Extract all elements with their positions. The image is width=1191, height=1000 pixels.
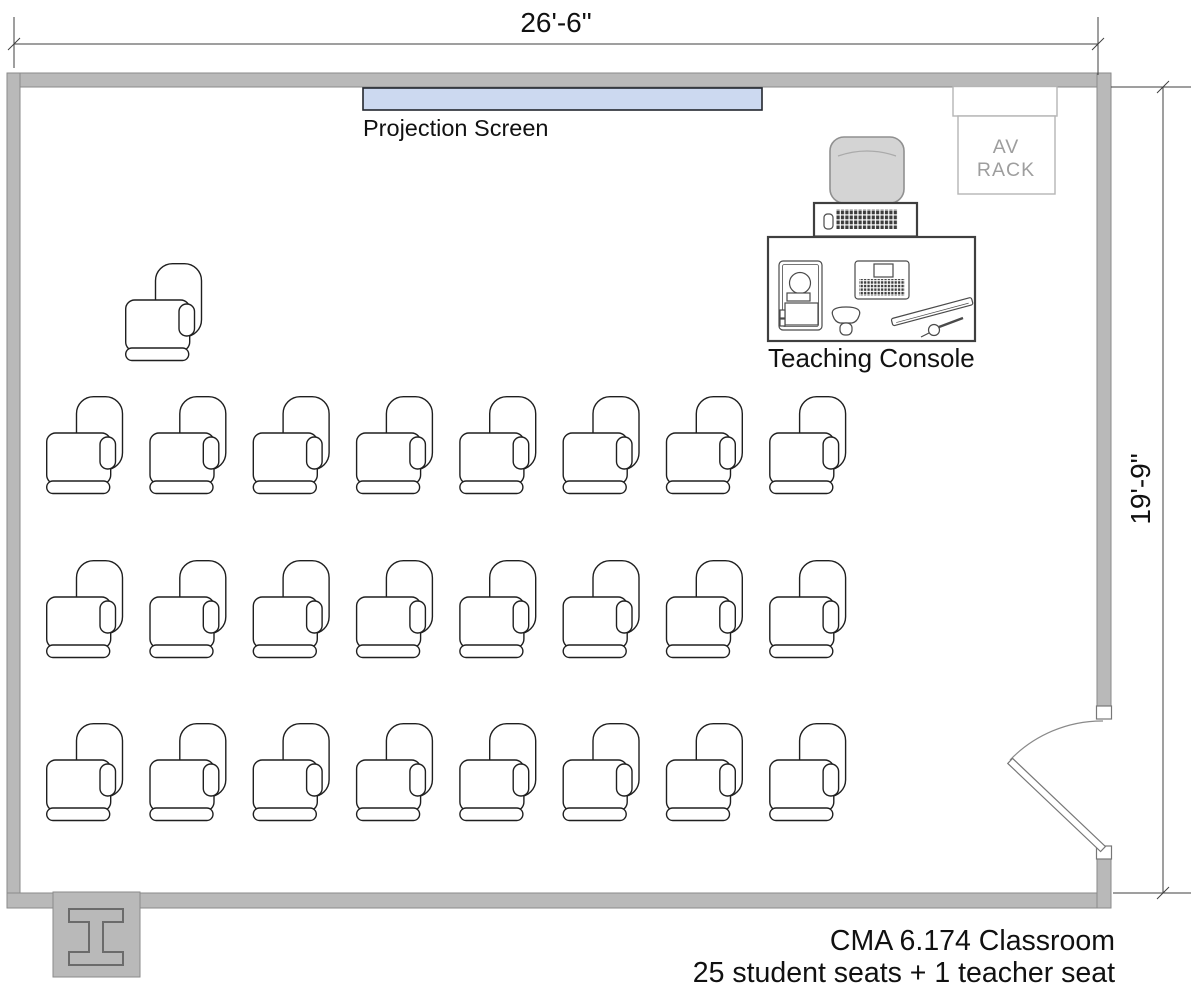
room-walls — [6, 72, 1112, 909]
straightedge-icon — [890, 297, 974, 338]
document-camera-icon — [778, 260, 823, 331]
laptop-icon — [854, 260, 910, 300]
student-seat-row1-1 — [46, 396, 124, 495]
shelf-handset-icon — [823, 213, 834, 230]
ibeam-icon — [68, 908, 124, 966]
projection-screen-label: Projection Screen — [363, 115, 549, 141]
wall-left — [6, 72, 21, 909]
student-seat-row2-8 — [769, 560, 847, 659]
pointer-base-icon — [927, 323, 941, 337]
capacity-label: 25 student seats + 1 teacher seat — [693, 957, 1115, 989]
teacher-chair — [829, 136, 905, 204]
student-seat-front — [124, 263, 203, 362]
wall-right-upper — [1096, 72, 1112, 719]
mouse-icon — [831, 306, 861, 336]
width-dimension-label: 26'-6" — [520, 7, 591, 38]
student-seat-row3-8 — [769, 723, 847, 822]
student-seat-row3-6 — [562, 723, 640, 822]
structural-column — [52, 891, 141, 978]
student-seat-row2-7 — [665, 560, 743, 659]
rack-keyboard-icon — [836, 209, 898, 229]
student-seat-row2-6 — [562, 560, 640, 659]
depth-dimension-label: 19'-9" — [1125, 453, 1156, 524]
student-seat-row1-2 — [149, 396, 227, 495]
student-seat-row3-1 — [46, 723, 124, 822]
door-swing-arc — [1009, 720, 1104, 761]
room-name-label: CMA 6.174 Classroom — [830, 925, 1115, 957]
student-seat-row3-7 — [665, 723, 743, 822]
av-rack-label-1: AV — [993, 136, 1020, 158]
tick-top-left — [7, 37, 21, 51]
student-seat-row3-2 — [149, 723, 227, 822]
column-base — [52, 891, 141, 978]
student-seat-row1-6 — [562, 396, 640, 495]
av-rack-label-2: RACK — [977, 159, 1035, 181]
teaching-console: Teaching Console — [766, 136, 977, 373]
tick-right-top — [1156, 80, 1170, 94]
av-rack-top-box — [952, 85, 1058, 117]
student-seat-row3-4 — [355, 723, 434, 822]
teacher-chair-back-line — [837, 150, 897, 157]
av-rack: AV RACK — [952, 85, 1058, 195]
student-seat-row1-5 — [459, 396, 537, 495]
wall-bottom — [6, 892, 1112, 909]
student-seat-row2-1 — [46, 560, 124, 659]
student-seat-row1-7 — [665, 396, 743, 495]
teaching-console-label: Teaching Console — [768, 343, 975, 373]
tick-top-right — [1091, 37, 1105, 51]
student-seat-row1-8 — [769, 396, 847, 495]
door-leaf — [1006, 757, 1107, 853]
student-seat-row1-4 — [355, 396, 434, 495]
student-seat-row2-3 — [252, 560, 330, 659]
student-seat-row3-5 — [459, 723, 537, 822]
student-seat-row2-4 — [355, 560, 434, 659]
tick-right-bottom — [1156, 886, 1170, 900]
dimension-lines — [7, 17, 1191, 900]
av-rack-main-box — [957, 115, 1056, 195]
door-jamb-top — [1095, 705, 1113, 720]
student-seat-row3-3 — [252, 723, 330, 822]
wall-top — [6, 72, 1112, 88]
door — [1006, 705, 1113, 860]
student-seat-row1-3 — [252, 396, 330, 495]
student-seats — [46, 263, 847, 822]
projection-screen — [362, 87, 763, 111]
student-seat-row2-5 — [459, 560, 537, 659]
student-seat-row2-2 — [149, 560, 227, 659]
